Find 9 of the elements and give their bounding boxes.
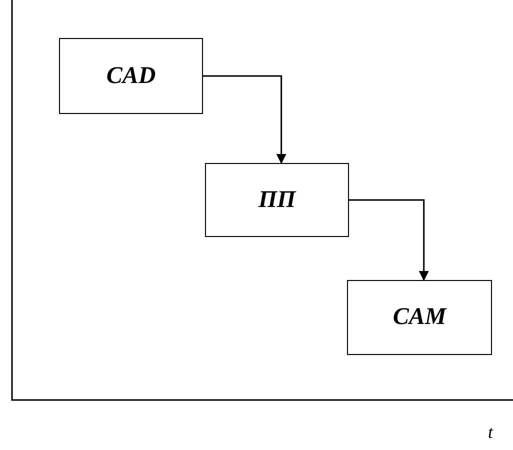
process-box — [347, 280, 492, 355]
process-box — [205, 163, 349, 237]
box-label: CAD — [106, 62, 156, 90]
box-label: CAM — [392, 304, 446, 331]
process-box — [59, 38, 203, 114]
arrow — [203, 75, 286, 164]
axis-label: t — [488, 422, 494, 443]
box-label: ПП — [258, 186, 296, 214]
arrow — [349, 199, 429, 281]
